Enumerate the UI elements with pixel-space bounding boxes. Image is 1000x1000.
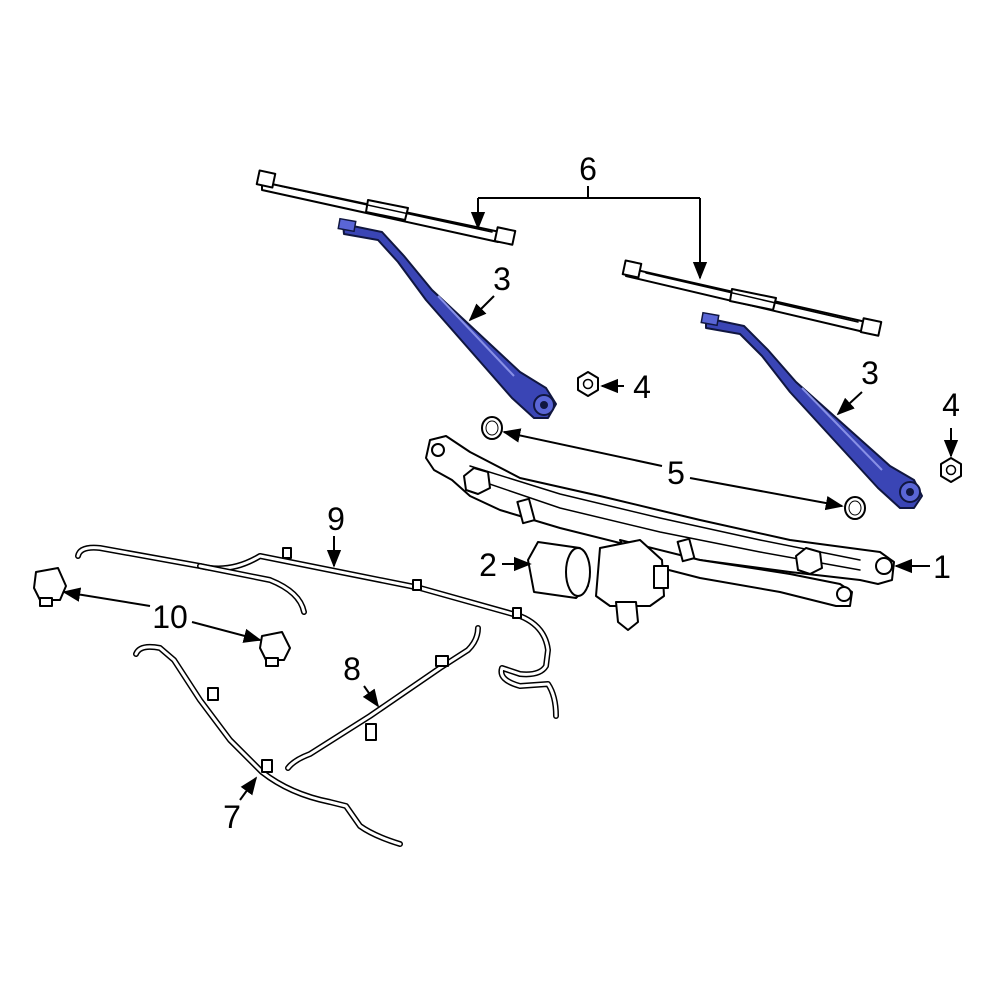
callout-8: 8 bbox=[343, 651, 361, 687]
washer-hose-main[interactable] bbox=[75, 544, 559, 719]
washer-hose-8[interactable] bbox=[285, 625, 481, 771]
callout-6: 6 bbox=[579, 151, 597, 187]
callout-9: 9 bbox=[327, 501, 345, 537]
callout-5: 5 bbox=[667, 455, 685, 491]
callout-1: 1 bbox=[933, 549, 951, 585]
callout-3-right: 3 bbox=[861, 355, 879, 391]
wiper-linkage[interactable] bbox=[425, 435, 895, 607]
wiper-motor[interactable] bbox=[527, 539, 669, 631]
washer-nozzle-left[interactable] bbox=[33, 567, 67, 607]
leader-lines bbox=[62, 186, 959, 801]
callout-3-left: 3 bbox=[493, 261, 511, 297]
cap-right[interactable] bbox=[844, 496, 866, 520]
wiper-arm-right[interactable] bbox=[700, 311, 923, 509]
callout-7: 7 bbox=[223, 799, 241, 835]
washer-nozzle-right[interactable] bbox=[259, 631, 291, 667]
cap-left[interactable] bbox=[481, 416, 503, 440]
wiper-arm-left[interactable] bbox=[337, 217, 557, 419]
wiper-blade-left[interactable] bbox=[255, 169, 517, 246]
nut-right[interactable] bbox=[940, 457, 962, 483]
nut-left[interactable] bbox=[577, 371, 599, 397]
callout-4-left: 4 bbox=[633, 369, 651, 405]
wiper-blade-right[interactable] bbox=[621, 259, 883, 337]
callout-10: 10 bbox=[152, 599, 188, 635]
callout-2: 2 bbox=[479, 547, 497, 583]
callout-4-right: 4 bbox=[942, 387, 960, 423]
washer-hose-7[interactable] bbox=[133, 643, 403, 847]
